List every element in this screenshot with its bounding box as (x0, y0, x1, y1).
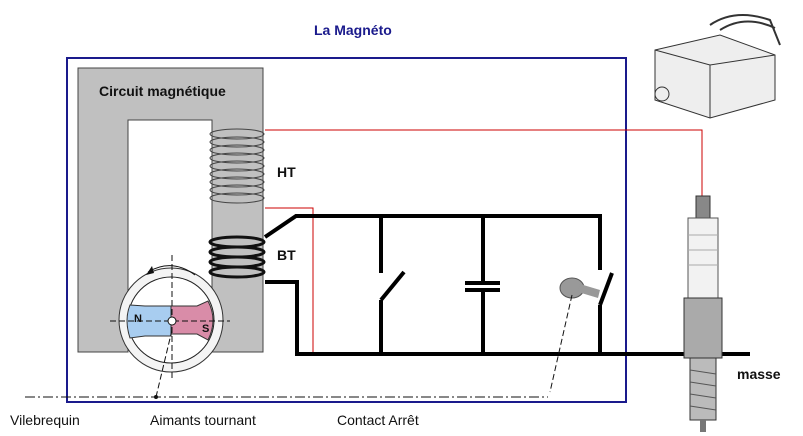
label-vilebrequin: Vilebrequin (10, 412, 80, 428)
magneto-frame (66, 57, 627, 403)
spark-plug (683, 195, 723, 432)
ht-ground-wire (265, 207, 314, 354)
cam-link (549, 294, 573, 393)
rotor-link (155, 329, 173, 398)
bt-circuit (263, 214, 750, 356)
label-south: S (202, 323, 210, 335)
rotor-shaft (167, 316, 177, 326)
ht-coil (209, 128, 265, 204)
label-bt: BT (277, 247, 296, 263)
label-circuit-magnetique: Circuit magnétique (99, 83, 226, 99)
title: La Magnéto (314, 22, 392, 38)
label-ht: HT (277, 164, 296, 180)
label-north: N (134, 313, 142, 325)
bt-coil (208, 235, 266, 279)
magneto-illustration (654, 14, 781, 119)
label-aimants-tournant: Aimants tournant (150, 412, 256, 428)
label-masse: masse (737, 366, 781, 382)
arrowhead-icon (146, 266, 154, 275)
label-contact-arret: Contact Arrêt (337, 412, 419, 428)
cam-follower (578, 284, 600, 298)
ht-wire (265, 129, 703, 198)
